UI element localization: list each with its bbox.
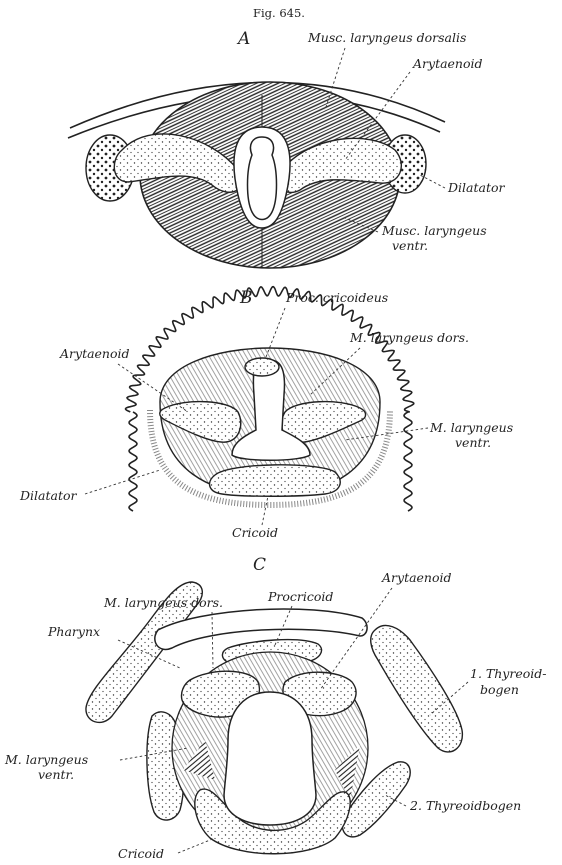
label-c-thyreoid-2: 2. Thyreoidbogen — [409, 798, 521, 813]
label-b-proc-cricoideus: Proc. cricoideus — [285, 290, 388, 305]
label-b-m-dors: M. laryngeus dors. — [349, 330, 469, 345]
panel-b-cricoid — [210, 465, 341, 496]
leader-c-cricoid — [178, 838, 215, 853]
label-c-cricoid: Cricoid — [118, 846, 164, 861]
label-a-musc-dorsalis: Musc. laryngeus dorsalis — [307, 30, 466, 45]
panel-a-letter: A — [236, 29, 250, 49]
label-b-arytaenoid: Arytaenoid — [59, 346, 130, 361]
panel-c-thyreoid-1-right — [371, 625, 463, 751]
label-a-arytaenoid: Arytaenoid — [412, 56, 483, 71]
label-c-m-ventr-2: ventr. — [38, 767, 74, 782]
panel-c-letter: C — [253, 555, 266, 575]
leader-b-cricoid — [262, 496, 268, 525]
label-c-thyreoid-1b: bogen — [480, 682, 519, 697]
leader-b-dilatator — [85, 470, 160, 494]
label-a-musc-ventr-2: ventr. — [392, 238, 428, 253]
label-c-procricoid: Procricoid — [267, 589, 333, 604]
panel-b: B Proc. cricoideus Arytaenoid M. larynge… — [19, 287, 513, 540]
figure-title: Fig. 645. — [253, 6, 305, 20]
label-c-m-dors: M. laryngeus dors. — [103, 595, 223, 610]
panel-c: C Arytaenoid M. laryngeus dors. Procrico… — [4, 555, 546, 861]
label-b-m-ventr-1: M. laryngeus — [429, 420, 513, 435]
label-c-thyreoid-1a: 1. Thyreoid- — [470, 666, 546, 681]
panel-b-proc-cap — [245, 358, 279, 376]
panel-a: A Musc. laryngeus dorsalis Arytaenoid Di… — [68, 29, 505, 268]
label-b-dilatator: Dilatator — [19, 488, 77, 503]
label-b-m-ventr-2: ventr. — [455, 435, 491, 450]
label-a-musc-ventr-1: Musc. laryngeus — [381, 223, 487, 238]
panel-a-glottis-inner — [248, 137, 277, 220]
label-a-dilatator: Dilatator — [447, 180, 505, 195]
label-c-pharynx: Pharynx — [47, 624, 100, 639]
label-c-arytaenoid: Arytaenoid — [381, 570, 452, 585]
panel-c-lumen — [224, 692, 316, 825]
label-b-cricoid: Cricoid — [232, 525, 278, 540]
label-c-m-ventr-1: M. laryngeus — [4, 752, 88, 767]
